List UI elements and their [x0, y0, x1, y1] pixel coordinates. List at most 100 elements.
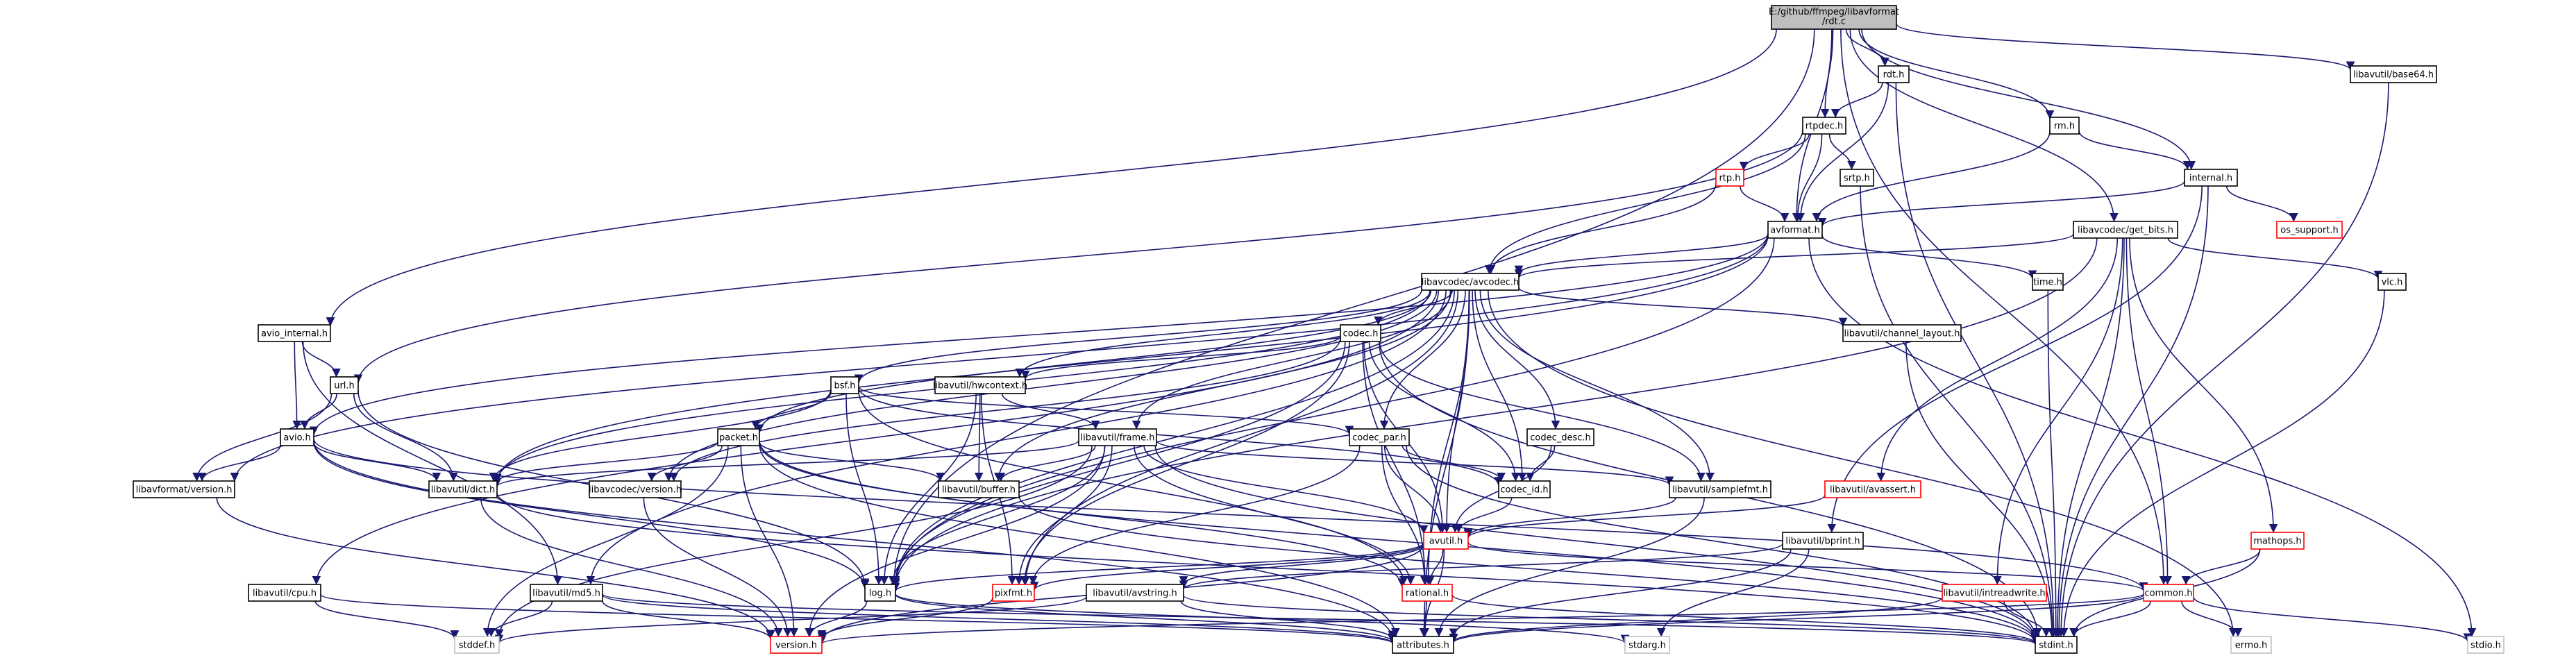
node-box [2377, 273, 2407, 291]
edge-bsf-to-codec_par [858, 386, 1354, 435]
node-label: avutil.h [1429, 537, 1463, 547]
edge-rdt_h-to-avformat [1796, 82, 1889, 222]
node-common[interactable]: common.h [2143, 584, 2194, 602]
node-label: rtp.h [1719, 174, 1740, 184]
node-base64[interactable]: libavutil/base64.h [2350, 65, 2437, 83]
node-getbits[interactable]: libavcodec/get_bits.h [2073, 221, 2178, 239]
edge-bprint-to-avstring [1179, 543, 1783, 590]
node-attributes[interactable]: attributes.h [1392, 636, 1454, 654]
node-time-h[interactable]: time.h [2032, 273, 2064, 291]
edge-common-to-errno [2181, 600, 2243, 637]
node-avcodec[interactable]: libavcodec/avcodec.h [1421, 273, 1519, 291]
node-chlayout[interactable]: libavutil/channel_layout.h [1842, 324, 1962, 342]
node-rm-h[interactable]: rm.h [2049, 117, 2080, 135]
edge-layer [192, 23, 2477, 645]
node-avio-internal[interactable]: avio_internal.h [258, 324, 331, 342]
node-stdint[interactable]: stdint.h [2035, 636, 2078, 654]
node-url[interactable]: url.h [330, 376, 359, 394]
node-buffer[interactable]: libavutil/buffer.h [938, 480, 1020, 498]
edge-bsf-to-log_h [845, 393, 884, 585]
node-avutil[interactable]: avutil.h [1423, 532, 1469, 550]
edge-rtp_h-to-avformat [1740, 185, 1790, 222]
node-box [1771, 5, 1897, 30]
node-label: attributes.h [1397, 641, 1449, 651]
node-box [1624, 636, 1670, 654]
edge-avformat-to-time_h [1821, 235, 2037, 280]
node-os-support[interactable]: os_support.h [2276, 221, 2343, 239]
edge-avio_internal-to-url [301, 341, 341, 378]
node-mathops[interactable]: mathops.h [2250, 532, 2305, 550]
node-box [1421, 273, 1519, 291]
edge-md5-to-attributes [602, 594, 1397, 643]
node-stdio[interactable]: stdio.h [2467, 636, 2505, 654]
edge-root-to-getbits [1849, 28, 2119, 222]
edge-avcodec-to-codec_id [1472, 289, 1527, 482]
node-label: libavutil/cpu.h [253, 589, 317, 599]
node-label: common.h [2145, 589, 2193, 599]
node-codec-desc[interactable]: codec_desc.h [1526, 428, 1594, 446]
node-hwcontext[interactable]: libavutil/hwcontext.h [933, 376, 1027, 394]
node-avformat[interactable]: avformat.h [1767, 221, 1823, 239]
edge-frame-to-version [805, 445, 1106, 637]
node-avassert[interactable]: libavutil/avassert.h [1824, 480, 1921, 498]
node-srtp[interactable]: srtp.h [1840, 169, 1874, 187]
node-label: os_support.h [2280, 226, 2339, 236]
node-fmtversion[interactable]: libavformat/version.h [133, 480, 235, 498]
node-label: codec_desc.h [1530, 433, 1591, 444]
node-box [1767, 221, 1823, 239]
node-errno[interactable]: errno.h [2230, 636, 2272, 654]
edge-avcodec-to-chlayout [1518, 287, 1848, 327]
node-packet[interactable]: packet.h [717, 428, 760, 446]
node-stdarg[interactable]: stdarg.h [1624, 636, 1670, 654]
node-log-h[interactable]: log.h [864, 584, 896, 602]
edge-fmtversion-to-version [216, 497, 775, 639]
node-vlc[interactable]: vlc.h [2377, 273, 2407, 291]
edge-frame-to-avutil [1143, 445, 1429, 534]
edge-common-to-attributes [1449, 593, 2144, 643]
edge-codec_id-to-avutil [1454, 497, 1513, 533]
node-rdt-h[interactable]: rdt.h [1878, 65, 1910, 83]
edge-rtpdec-to-srtp [1828, 133, 1856, 170]
node-codecversion[interactable]: libavcodec/version.h [589, 480, 682, 498]
edge-srtp-to-stdint [1860, 185, 2057, 637]
node-box [2350, 65, 2437, 83]
node-box [1423, 532, 1469, 550]
node-avstring[interactable]: libavutil/avstring.h [1086, 584, 1184, 602]
node-label: libavformat/version.h [136, 485, 233, 496]
node-samplefmt[interactable]: libavutil/samplefmt.h [1669, 480, 1771, 498]
node-codec-h[interactable]: codec.h [1340, 324, 1381, 342]
node-internal[interactable]: internal.h [2184, 169, 2238, 187]
edge-avutil-to-avstring [1179, 544, 1424, 585]
edge-avio-to-dict [313, 442, 441, 482]
node-box [280, 428, 314, 446]
edge-rational-to-stdint [1451, 594, 2040, 644]
node-md5[interactable]: libavutil/md5.h [530, 584, 603, 602]
node-codec-id[interactable]: codec_id.h [1498, 480, 1551, 498]
node-stddef[interactable]: stddef.h [454, 636, 500, 654]
node-label: libavutil/bprint.h [1785, 537, 1860, 547]
edge-root-to-common [1840, 28, 2169, 585]
node-bsf[interactable]: bsf.h [830, 376, 859, 394]
node-rtp-h[interactable]: rtp.h [1715, 169, 1744, 187]
node-frame[interactable]: libavutil/frame.h [1078, 428, 1157, 446]
edge-internal-to-stdint [2054, 185, 2209, 637]
node-avio[interactable]: avio.h [280, 428, 314, 446]
node-box [1349, 428, 1410, 446]
node-pixfmt[interactable]: pixfmt.h [992, 584, 1035, 602]
node-rational[interactable]: rational.h [1401, 584, 1453, 602]
edge-internal-to-os_support [2225, 185, 2298, 222]
node-bprint[interactable]: libavutil/bprint.h [1782, 532, 1864, 550]
edge-codec_h-to-samplefmt [1379, 341, 1706, 482]
edge-rtp_h-to-avcodec [1486, 183, 1717, 274]
edge-url-to-avio [300, 393, 337, 430]
node-version[interactable]: version.h [770, 636, 823, 654]
edge-avutil-to-log_h [891, 542, 1424, 592]
node-rtpdec[interactable]: rtpdec.h [1802, 117, 1846, 135]
node-label: rational.h [1406, 589, 1449, 599]
node-dict[interactable]: libavutil/dict.h [428, 480, 498, 498]
node-intreadwrite[interactable]: libavutil/intreadwrite.h [1942, 584, 2047, 602]
node-codec-par[interactable]: codec_par.h [1349, 428, 1410, 446]
edge-rdt_h-to-rtpdec [1830, 82, 1883, 118]
node-cpu[interactable]: libavutil/cpu.h [248, 584, 321, 602]
node-box [1782, 532, 1864, 550]
